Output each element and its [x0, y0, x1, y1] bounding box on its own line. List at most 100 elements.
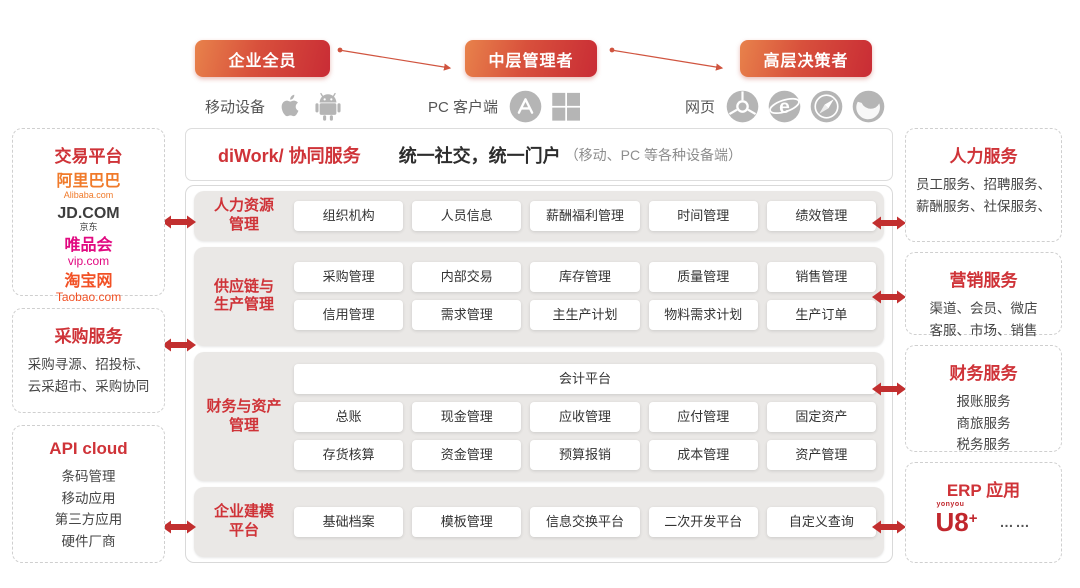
firefox-icon	[852, 90, 885, 123]
diwork-subtitle: （移动、PC 等各种设备端）	[564, 146, 743, 163]
alibaba-logo-text: 阿里巴巴	[56, 173, 121, 190]
android-icon	[313, 90, 343, 122]
sidebar-box-lines: 报账服务商旅服务税务服务	[956, 394, 1011, 453]
module-chip: 质量管理	[648, 262, 758, 293]
vip-logo-subtext: vip.com	[67, 254, 110, 269]
module-chip: 需求管理	[412, 300, 522, 331]
sidebar-box-lines: 采购寻源、招投标、云采超市、采购协同	[27, 357, 150, 394]
module-chip: 预算报销	[530, 439, 640, 470]
module-row-2: 供应链与生产管理采购管理内部交易库存管理质量管理销售管理信用管理需求管理主生产计…	[194, 246, 884, 347]
module-chip: 采购管理	[294, 262, 404, 293]
module-chip-rows: 基础档案模板管理信息交换平台二次开发平台自定义查询	[294, 507, 877, 538]
vip-logo-text: 唯品会	[64, 237, 113, 255]
device-group-1: 移动设备	[205, 87, 343, 125]
module-chip: 总账	[294, 401, 404, 432]
module-chip: 应付管理	[648, 401, 758, 432]
windows-icon	[551, 91, 581, 121]
module-chip: 物料需求计划	[648, 300, 758, 331]
module-chip-rows: 组织机构人员信息薪酬福利管理时间管理绩效管理	[294, 200, 877, 231]
module-row-3: 财务与资产管理会计平台总账现金管理应收管理应付管理固定资产存货核算资金管理预算报…	[194, 352, 884, 482]
left-box-3: API cloud 条码管理移动应用第三方应用硬件厂商	[12, 425, 165, 563]
connector-arrow-hr-service	[872, 215, 906, 231]
yonyou-brand-text: yonyou	[936, 501, 965, 508]
main-modules-panel: 人力资源管理组织机构人员信息薪酬福利管理时间管理绩效管理供应链与生产管理采购管理…	[185, 185, 893, 563]
module-chip: 主生产计划	[530, 300, 640, 331]
module-chip: 资金管理	[412, 439, 522, 470]
chrome-icon	[726, 90, 759, 123]
jd-logo-subtext: 京东	[79, 222, 98, 233]
sidebar-box-lines: 条码管理移动应用第三方应用硬件厂商	[54, 469, 123, 549]
sidebar-box-lines: 渠道、会员、微店客服、市场、销售	[929, 301, 1038, 338]
module-chip: 模板管理	[412, 507, 522, 538]
module-row-label: 财务与资产管理	[206, 398, 282, 434]
chip-row: 基础档案模板管理信息交换平台二次开发平台自定义查询	[294, 507, 877, 538]
module-chip: 组织机构	[294, 200, 404, 231]
module-row-4: 企业建模平台基础档案模板管理信息交换平台二次开发平台自定义查询	[194, 487, 884, 557]
role-button-2: 中层管理者	[465, 40, 597, 77]
flow-arrow-1	[337, 47, 452, 71]
taobao-logo-text: 淘宝网	[64, 272, 113, 290]
safari-icon	[810, 90, 843, 123]
module-chip: 现金管理	[412, 401, 522, 432]
module-chip: 成本管理	[648, 439, 758, 470]
diwork-title: 统一社交，统一门户	[398, 145, 561, 166]
device-group-label: 网页	[685, 98, 716, 116]
module-chip-rows: 会计平台总账现金管理应收管理应付管理固定资产存货核算资金管理预算报销成本管理资产…	[294, 363, 877, 470]
module-chip: 库存管理	[530, 262, 640, 293]
sidebar-box-lines: 员工服务、招聘服务、薪酬服务、社保服务、	[916, 177, 1051, 214]
connector-arrow-erp	[872, 519, 906, 535]
device-group-2: PC 客户端	[428, 87, 581, 125]
sidebar-box-title: 财务服务	[949, 364, 1018, 383]
role-button-1: 企业全员	[195, 40, 330, 77]
module-chip: 生产订单	[766, 300, 877, 331]
svg-text:e: e	[779, 97, 790, 118]
connector-arrow-finance-service	[872, 381, 906, 397]
module-chip: 销售管理	[766, 262, 877, 293]
appstore-icon	[509, 90, 542, 123]
sidebar-box-title: 人力服务	[949, 147, 1018, 166]
alibaba-logo-subtext: Alibaba.com	[63, 189, 114, 200]
module-chip: 信用管理	[294, 300, 404, 331]
module-chip: 内部交易	[412, 262, 522, 293]
module-chip: 存货核算	[294, 439, 404, 470]
sidebar-box-title: 营销服务	[949, 271, 1018, 290]
jd-logo-text: JD.COM	[57, 205, 120, 223]
connector-arrow-trade	[162, 214, 196, 230]
sidebar-box-title: ERP 应用	[946, 481, 1021, 500]
right-box-3: 财务服务报账服务商旅服务税务服务	[905, 345, 1062, 452]
connector-arrow-procurement	[162, 337, 196, 353]
module-chip: 薪酬福利管理	[530, 200, 640, 231]
chip-row: 会计平台	[294, 363, 876, 394]
module-chip: 会计平台	[294, 363, 876, 394]
module-chip: 绩效管理	[766, 200, 877, 231]
module-row-1: 人力资源管理组织机构人员信息薪酬福利管理时间管理绩效管理	[194, 191, 884, 241]
module-chip: 人员信息	[412, 200, 522, 231]
diwork-brand: diWork/ 协同服务	[218, 145, 361, 166]
right-box-2: 营销服务渠道、会员、微店客服、市场、销售	[905, 252, 1062, 338]
module-row-label: 企业建模平台	[213, 503, 274, 540]
connector-arrow-api-cloud	[162, 519, 196, 535]
connector-arrow-marketing-service	[872, 289, 906, 305]
taobao-logo-subtext: Taobao.com	[55, 289, 122, 304]
chip-row: 总账现金管理应收管理应付管理固定资产	[294, 401, 877, 432]
chip-row: 组织机构人员信息薪酬福利管理时间管理绩效管理	[294, 200, 877, 231]
sidebar-box-title: API cloud	[49, 439, 128, 458]
module-chip: 应收管理	[530, 401, 640, 432]
module-row-label: 人力资源管理	[213, 197, 274, 233]
chip-row: 信用管理需求管理主生产计划物料需求计划生产订单	[294, 300, 877, 331]
module-chip: 自定义查询	[766, 507, 877, 538]
module-chip: 资产管理	[766, 439, 877, 470]
diwork-header: diWork/ 协同服务 统一社交，统一门户 （移动、PC 等各种设备端）	[185, 128, 893, 181]
right-box-1: 人力服务员工服务、招聘服务、薪酬服务、社保服务、	[905, 128, 1062, 242]
left-box-2: 采购服务采购寻源、招投标、云采超市、采购协同	[12, 308, 165, 413]
sidebar-box-title: 采购服务	[54, 327, 123, 346]
chip-row: 存货核算资金管理预算报销成本管理资产管理	[294, 439, 877, 470]
module-chip: 时间管理	[648, 200, 758, 231]
flow-arrow-2	[609, 47, 724, 71]
